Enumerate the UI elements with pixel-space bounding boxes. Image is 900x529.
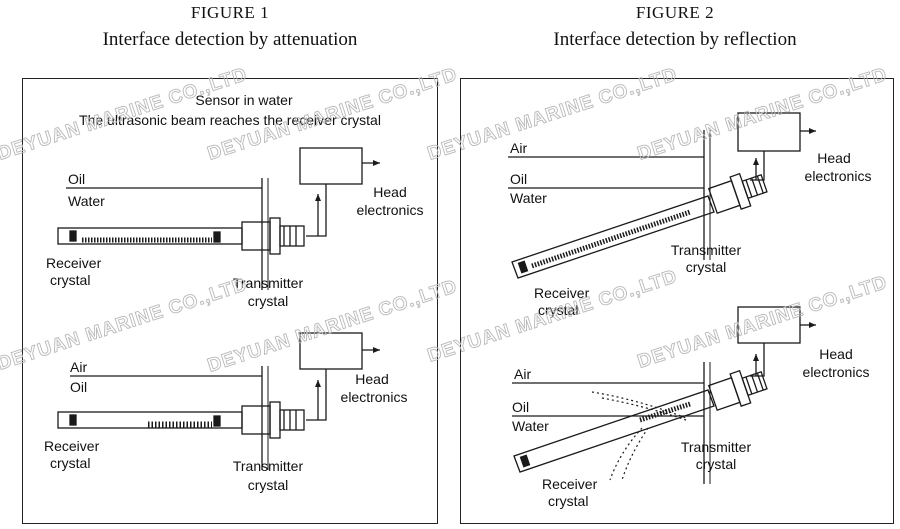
fig1-top-transmitter-label1: Transmitter <box>233 275 304 291</box>
fig2-top-air-label: Air <box>510 140 527 156</box>
fig2-bottom-transmitter-label1: Transmitter <box>681 439 752 455</box>
fig2-top-receiver-label2: crystal <box>538 302 578 318</box>
fig1-bottom-transmitter-label1: Transmitter <box>233 458 304 474</box>
fig1-bottom-head-label2: electronics <box>341 389 408 405</box>
fig1-bottom-receiver-label1: Receiver <box>44 438 100 454</box>
fig1-top-head-label2: electronics <box>357 202 424 218</box>
watermark-layer: DEYUAN MARINE CO.,LTD DEYUAN MARINE CO.,… <box>0 64 891 378</box>
figure1-subtitle: Interface detection by attenuation <box>102 29 358 50</box>
figure1-number: FIGURE 1 <box>190 3 270 22</box>
fig2-top-probe <box>511 195 715 279</box>
fig2-bottom-probe <box>513 389 715 473</box>
fig2-bottom-head-label2: electronics <box>803 364 870 380</box>
fig1-bottom-diagram <box>57 332 380 470</box>
fig2-top-head-box <box>737 112 801 152</box>
fig2-bottom-water-label: Water <box>512 418 549 434</box>
fig1-bottom-transmitter-label2: crystal <box>248 477 288 493</box>
fig2-bottom-receiver-label2: crystal <box>548 493 588 509</box>
fig1-bottom-oil-label: Oil <box>70 379 87 395</box>
fig2-top-water-label: Water <box>510 190 547 206</box>
figure2-panel <box>460 78 894 524</box>
figure1-heading: FIGURE 1 Interface detection by attenuat… <box>20 3 440 51</box>
figure2-heading: FIGURE 2 Interface detection by reflecti… <box>460 3 890 51</box>
fig2-top-receiver-label1: Receiver <box>534 285 590 301</box>
fig1-bottom-head-box <box>299 332 363 370</box>
fig2-bottom-receiver-label1: Receiver <box>542 476 598 492</box>
fig1-top-head-box <box>299 147 363 185</box>
fig2-bottom-reflected-beam <box>591 391 687 481</box>
fig2-bottom-transmitter-label2: crystal <box>696 456 736 472</box>
fig2-top-transmitter-label1: Transmitter <box>671 242 742 258</box>
figure1-panel <box>22 78 438 524</box>
fig2-top-diagram <box>508 112 816 279</box>
fig2-bottom-oil-label: Oil <box>512 399 529 415</box>
figure2-subtitle: Interface detection by reflection <box>553 29 797 50</box>
fig2-bottom-air-label: Air <box>514 366 531 382</box>
fig1-bottom-air-label: Air <box>70 359 87 375</box>
fig1-top-receiver-label1: Receiver <box>46 255 102 271</box>
fig2-top-head-label1: Head <box>817 150 850 166</box>
fig2-bottom-transmitter <box>707 369 768 411</box>
fig2-top-oil-label: Oil <box>510 171 527 187</box>
fig1-top-water-label: Water <box>68 193 105 209</box>
fig1-bottom-receiver-label2: crystal <box>50 455 90 471</box>
fig2-top-transmitter <box>707 172 768 214</box>
fig1-top-head-label1: Head <box>373 184 406 200</box>
fig2-bottom-diagram <box>512 306 816 484</box>
fig1-bottom-head-label1: Head <box>355 371 388 387</box>
fig1-top-oil-label: Oil <box>68 171 85 187</box>
fig1-top-receiver-label2: crystal <box>50 272 90 288</box>
fig1-caption-line2: The ultrasonic beam reaches the receiver… <box>79 112 381 128</box>
fig2-bottom-head-label1: Head <box>819 346 852 362</box>
fig1-top-diagram <box>57 147 380 290</box>
fig2-top-head-label2: electronics <box>805 168 872 184</box>
fig1-top-transmitter-body <box>241 221 271 251</box>
figure2-number: FIGURE 2 <box>635 3 715 22</box>
fig1-caption-line1: Sensor in water <box>195 92 293 108</box>
fig2-top-transmitter-label2: crystal <box>686 259 726 275</box>
fig1-top-transmitter-label2: crystal <box>248 293 288 309</box>
fig1-bottom-transmitter-body <box>241 405 271 435</box>
